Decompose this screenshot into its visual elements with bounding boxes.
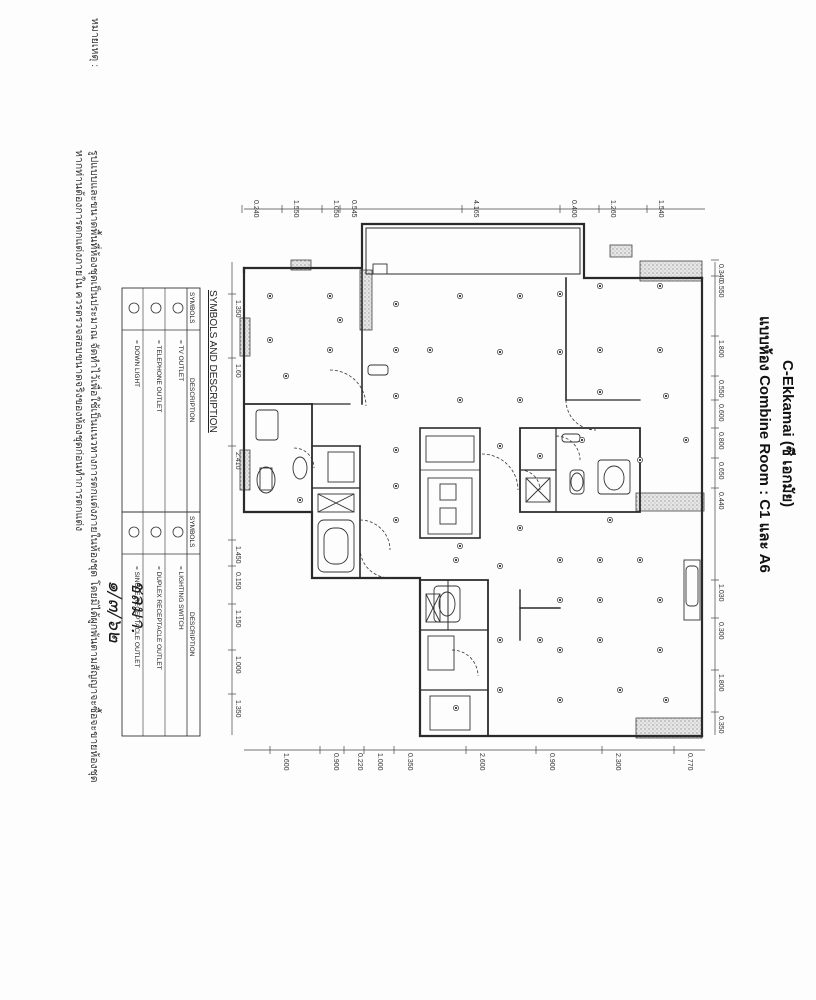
walls	[242, 222, 704, 738]
dimension-right-8: 1.030	[717, 584, 724, 602]
dimension-left-0: 1.350	[234, 300, 241, 318]
dimension-bottom-4: 0.350	[406, 753, 413, 771]
dimension-bottom-5: 2.600	[478, 753, 485, 771]
dimension-left-5: 1.150	[234, 610, 241, 628]
fixtures	[255, 263, 701, 731]
dimension-top-5: 0.400	[570, 200, 577, 218]
dimension-top-1: 1.550	[292, 200, 299, 218]
dimension-bottom-2: 0.220	[356, 753, 363, 771]
dimension-top-4: 4.165	[472, 200, 479, 218]
dimension-right-4: 0.600	[717, 404, 724, 422]
dimension-bottom-1: 0.900	[332, 753, 339, 771]
dimension-left-3: 1.450	[234, 546, 241, 564]
dimension-bottom-3: 1.000	[376, 753, 383, 771]
dimension-right-7: 0.440	[717, 492, 724, 510]
legend-desc-right-0: = LIGHTING SWITCH	[177, 566, 184, 630]
legend-desc-right-2: = SINGLE RECEPTACLE OUTLET	[133, 566, 140, 668]
dimension-top-3: 0.545	[350, 200, 357, 218]
dimension-right-1: 0.550	[717, 280, 724, 298]
door-swings	[293, 369, 597, 677]
dimension-bottom-6: 0.900	[548, 753, 555, 771]
legend-desc-left-1: = TELEPHONE OUTLET	[155, 340, 162, 412]
dimension-bottom-row: 1.600 0.900 0.220 1.000 0.350 2.600 0.900 2.300…	[269, 746, 693, 771]
dimension-top-6: 1.260	[609, 200, 616, 218]
dimension-bottom-7: 2.300	[614, 753, 621, 771]
dimension-left-2: 2.410	[234, 452, 241, 470]
dimension-top-7: 1.540	[657, 200, 664, 218]
legend-desc-left-0: = TV OUTLET	[177, 340, 184, 381]
legend-symbol-sr-icon	[128, 526, 140, 538]
legend-rows: = TV OUTLET = TELEPHONE OUTLET = DOWN LIGH…	[128, 302, 184, 670]
dimension-bottom-0: 1.600	[282, 753, 289, 771]
legend-col-symbols-right: SYMBOLS	[188, 516, 195, 548]
legend-symbol-dr-icon	[150, 526, 162, 538]
legend-symbol-tv-icon	[172, 302, 184, 314]
dimension-right-9: 0.300	[717, 622, 724, 640]
legend-col-symbols-left: SYMBOLS	[188, 292, 195, 324]
dimension-left-6: 1.000	[234, 656, 241, 674]
dimension-left-1: 1.60	[234, 364, 241, 378]
legend-col-description-left: DESCRIPTION	[188, 378, 195, 423]
dimension-bottom-8: 0.770	[686, 753, 693, 771]
dimension-right-3: 0.550	[717, 380, 724, 398]
dimension-right-11: 0.350	[717, 716, 724, 734]
legend-symbol-t-icon	[150, 302, 162, 314]
dimension-left-4: 0.150	[234, 572, 241, 590]
dimension-left-column: 1.350 1.60 2.410 1.450 0.150 1.150 1.000 1.350	[228, 293, 241, 718]
dimension-top-2: 1.050	[332, 200, 339, 218]
dimension-right-column: 0.3400.5501.8000.5500.6000.8000.6500.440…	[711, 259, 724, 734]
legend-col-description-right: DESCRIPTION	[188, 612, 195, 657]
dimension-top-0: 0.240	[252, 200, 259, 218]
dimension-right-2: 1.800	[717, 340, 724, 358]
dimension-right-5: 0.800	[717, 432, 724, 450]
dimension-right-10: 1.800	[717, 674, 724, 692]
legend-desc-left-2: = DOWN LIGHT	[133, 340, 140, 387]
legend-symbol-dl-icon	[128, 302, 140, 314]
light-fixture-symbols	[267, 283, 689, 711]
dimension-right-6: 0.650	[717, 462, 724, 480]
legend-symbol-s-icon	[172, 526, 184, 538]
dimension-top-row: 0.240 1.550 1.050 0.545 4.165 0.400 1.260 1.540	[241, 200, 664, 218]
dimension-lines	[231, 208, 716, 751]
dimension-left-7: 1.350	[234, 700, 241, 718]
legend-heading: SYMBOLS AND DESCRIPTION	[207, 290, 218, 433]
legend-desc-right-1: = DUPLEX RECEPTACLE OUTLET	[155, 566, 162, 670]
legend-table: SYMBOLS AND DESCRIPTION SYMBOLS DESCRIPT…	[121, 287, 218, 737]
dimension-right-0: 0.340	[717, 264, 724, 282]
